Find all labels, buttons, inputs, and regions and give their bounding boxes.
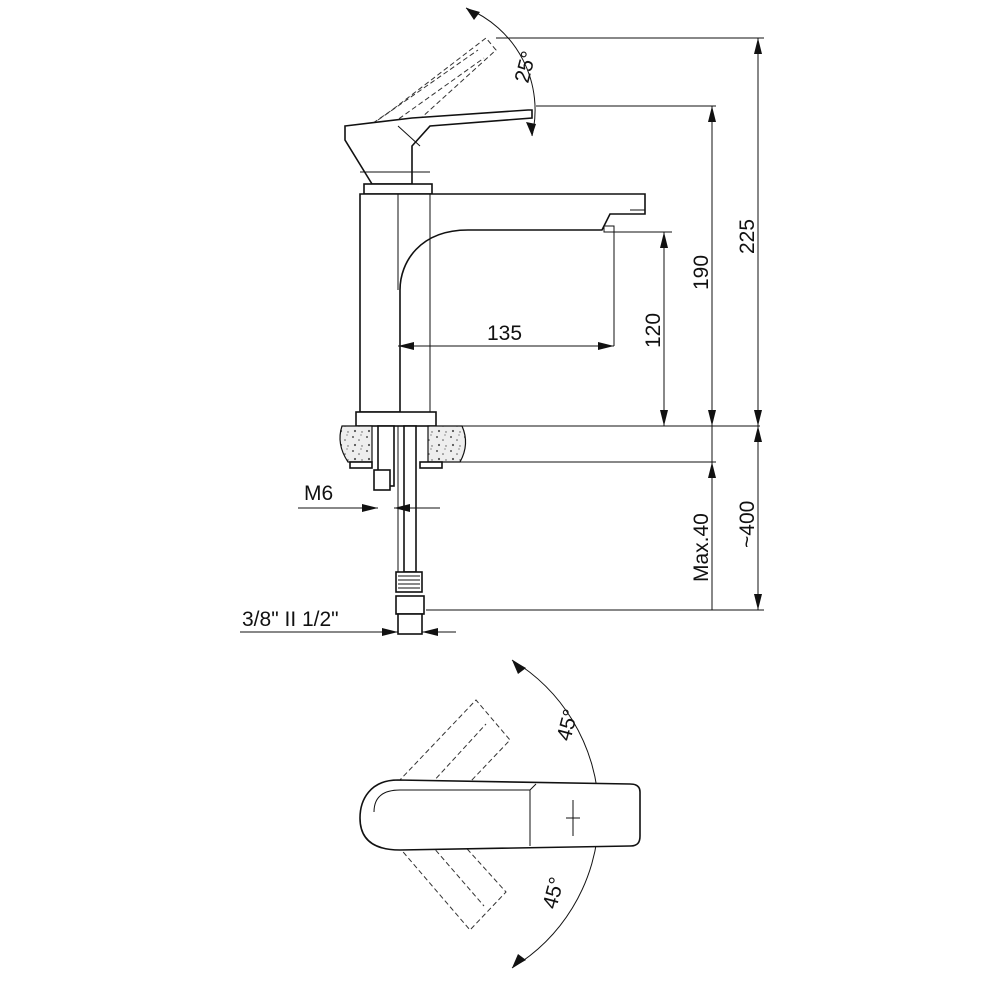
dimension-lever-height: 190 <box>536 105 716 426</box>
thread-bolt-label: M6 <box>304 482 333 505</box>
dimension-hose-connection: 3/8" II 1/2" <box>240 608 456 636</box>
side-view: 135 120 190 225 <box>240 7 764 636</box>
base-flange <box>355 411 437 427</box>
hose-connection-label: 3/8" II 1/2" <box>242 608 339 631</box>
lever-raised-position <box>359 37 497 151</box>
dimension-thread-bolt: M6 <box>298 482 440 512</box>
cartridge-cap <box>363 183 433 195</box>
swing-angle-bottom-label: 45° <box>539 875 569 912</box>
swing-angle-top-label: 45° <box>553 707 583 744</box>
mounting-assembly <box>373 425 425 635</box>
dimension-deck-thickness: Max.40 <box>690 426 716 610</box>
top-view: 45° 45° <box>359 659 641 969</box>
lever-handle <box>344 109 533 185</box>
tilt-angle-label: 25° <box>511 49 541 86</box>
hose-length-label: ~400 <box>736 501 759 548</box>
spout-height-label: 120 <box>642 313 665 348</box>
lever-height-label: 190 <box>690 255 713 290</box>
reach-label: 135 <box>487 322 522 345</box>
deck-section <box>339 425 760 469</box>
dimension-hose-length: ~400 <box>426 426 764 611</box>
dimension-reach: 135 <box>398 232 615 350</box>
faucet-top-body <box>359 779 641 851</box>
total-height-label: 225 <box>736 219 759 254</box>
faucet-body <box>359 193 646 413</box>
dimension-spout-height: 120 <box>614 231 672 426</box>
deck-thickness-label: Max.40 <box>690 513 713 582</box>
dimension-total-height: 225 <box>496 37 764 426</box>
